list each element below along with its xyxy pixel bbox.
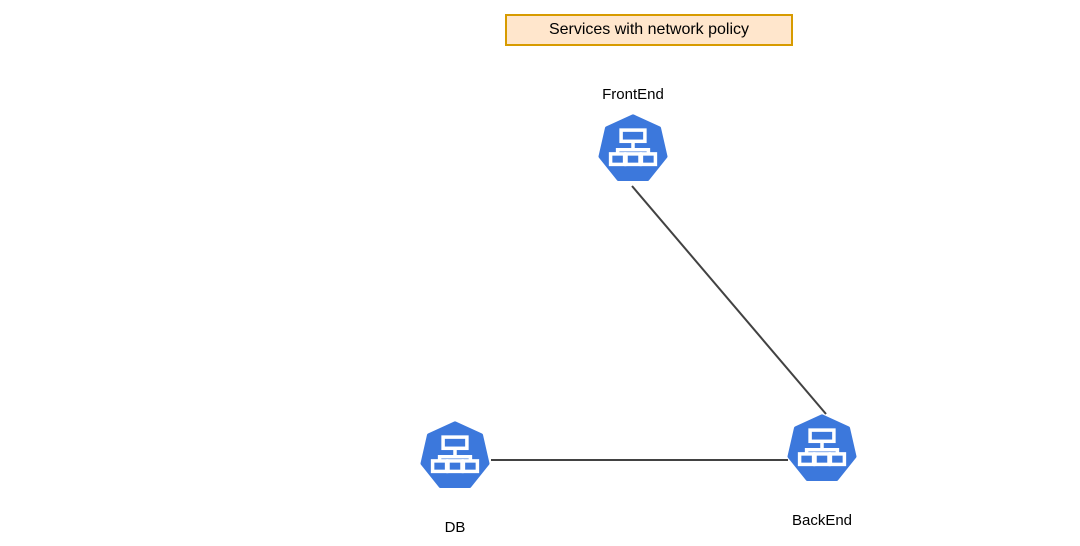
node-frontend-label: FrontEnd xyxy=(602,86,664,103)
node-frontend[interactable]: FrontEnd xyxy=(598,86,668,184)
node-backend[interactable]: BackEnd xyxy=(787,414,857,529)
title-box-label: Services with network policy xyxy=(548,21,750,38)
edge-frontend-backend[interactable] xyxy=(631,185,827,415)
kubernetes-service-icon[interactable] xyxy=(787,414,857,484)
node-backend-label: BackEnd xyxy=(791,512,853,529)
title-box[interactable]: Services with network policy xyxy=(505,14,793,46)
node-db[interactable]: DB xyxy=(420,421,490,536)
kubernetes-service-icon[interactable] xyxy=(420,421,490,491)
node-db-label: DB xyxy=(444,519,466,536)
kubernetes-service-icon[interactable] xyxy=(598,114,668,184)
